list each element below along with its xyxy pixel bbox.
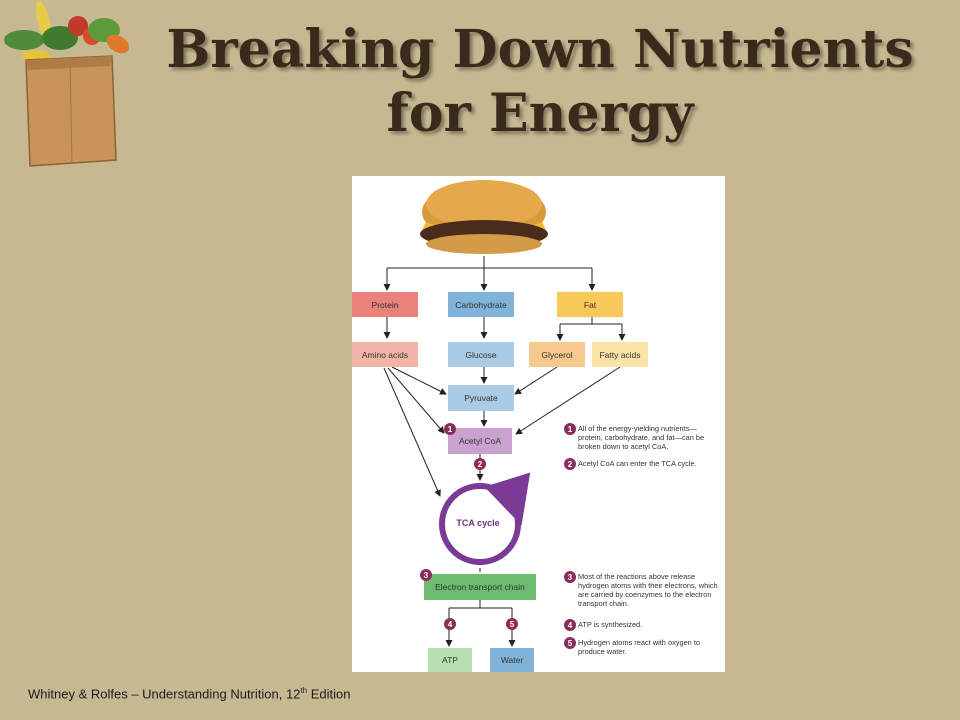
atp-box: ATP (428, 648, 472, 672)
tca-cycle-label: TCA cycle (456, 518, 500, 528)
protein-box: Protein (352, 292, 418, 317)
citation-superscript: th (300, 686, 308, 695)
page-title: Breaking Down Nutrients for Energy (166, 19, 914, 144)
glucose-label: Glucose (465, 349, 497, 360)
atp-label: ATP (442, 655, 458, 665)
water-label: Water (500, 655, 524, 665)
step-badge-3: 3 (420, 569, 432, 581)
fatty-acids-box: Fatty acids (592, 342, 648, 367)
amino-acids-box: Amino acids (352, 342, 418, 367)
note-badge-4: 4 (564, 619, 576, 631)
note-2: Acetyl CoA can enter the TCA cycle. (578, 459, 697, 468)
glycerol-box: Glycerol (529, 342, 585, 367)
pyruvate-box: Pyruvate (448, 385, 514, 411)
amino-acids-label: Amino acids (361, 349, 409, 360)
protein-label: Protein (371, 299, 399, 310)
note-badge-1: 1 (564, 423, 576, 435)
pyruvate-label: Pyruvate (464, 393, 498, 403)
glycerol-label: Glycerol (541, 349, 573, 360)
note-5: Hydrogen atoms react with oxygen to prod… (578, 638, 701, 656)
etc-box: Electron transport chain (424, 574, 536, 600)
step-badge-1: 1 (444, 423, 456, 435)
note-4: ATP is synthesized. (578, 620, 643, 629)
acetyl-coa-box: Acetyl CoA (448, 428, 512, 454)
grocery-bag-image (4, 0, 130, 167)
step-badge-4: 4 (444, 618, 456, 630)
fat-label: Fat (583, 299, 597, 310)
step-badge-5: 5 (506, 618, 518, 630)
etc-label: Electron transport chain (435, 582, 525, 592)
citation-text: Whitney & Rolfes – Understanding Nutriti… (28, 686, 301, 702)
note-badge-5: 5 (564, 637, 576, 649)
fat-box: Fat (557, 292, 623, 317)
note-3: Most of the reactions above release hydr… (578, 572, 718, 608)
burger-image (420, 180, 548, 254)
fatty-acids-label: Fatty acids (599, 349, 641, 360)
glucose-box: Glucose (448, 342, 514, 367)
step-badge-2: 2 (474, 458, 486, 470)
citation-suffix: Edition (307, 686, 351, 702)
acetyl-coa-label: Acetyl CoA (458, 436, 502, 446)
water-box: Water (490, 648, 534, 672)
note-badge-2: 2 (564, 458, 576, 470)
source-citation: Whitney & Rolfes – Understanding Nutriti… (28, 686, 350, 701)
note-badge-3: 3 (564, 571, 576, 583)
diagram-lines (383, 180, 626, 647)
metabolism-diagram: Protein Carbohydrate Fat Amino acids Glu… (352, 176, 725, 672)
note-1: All of the energy-yielding nutrients—pro… (578, 424, 705, 451)
carbohydrate-label: Carbohydrate (455, 299, 507, 310)
carbohydrate-box: Carbohydrate (448, 292, 514, 317)
